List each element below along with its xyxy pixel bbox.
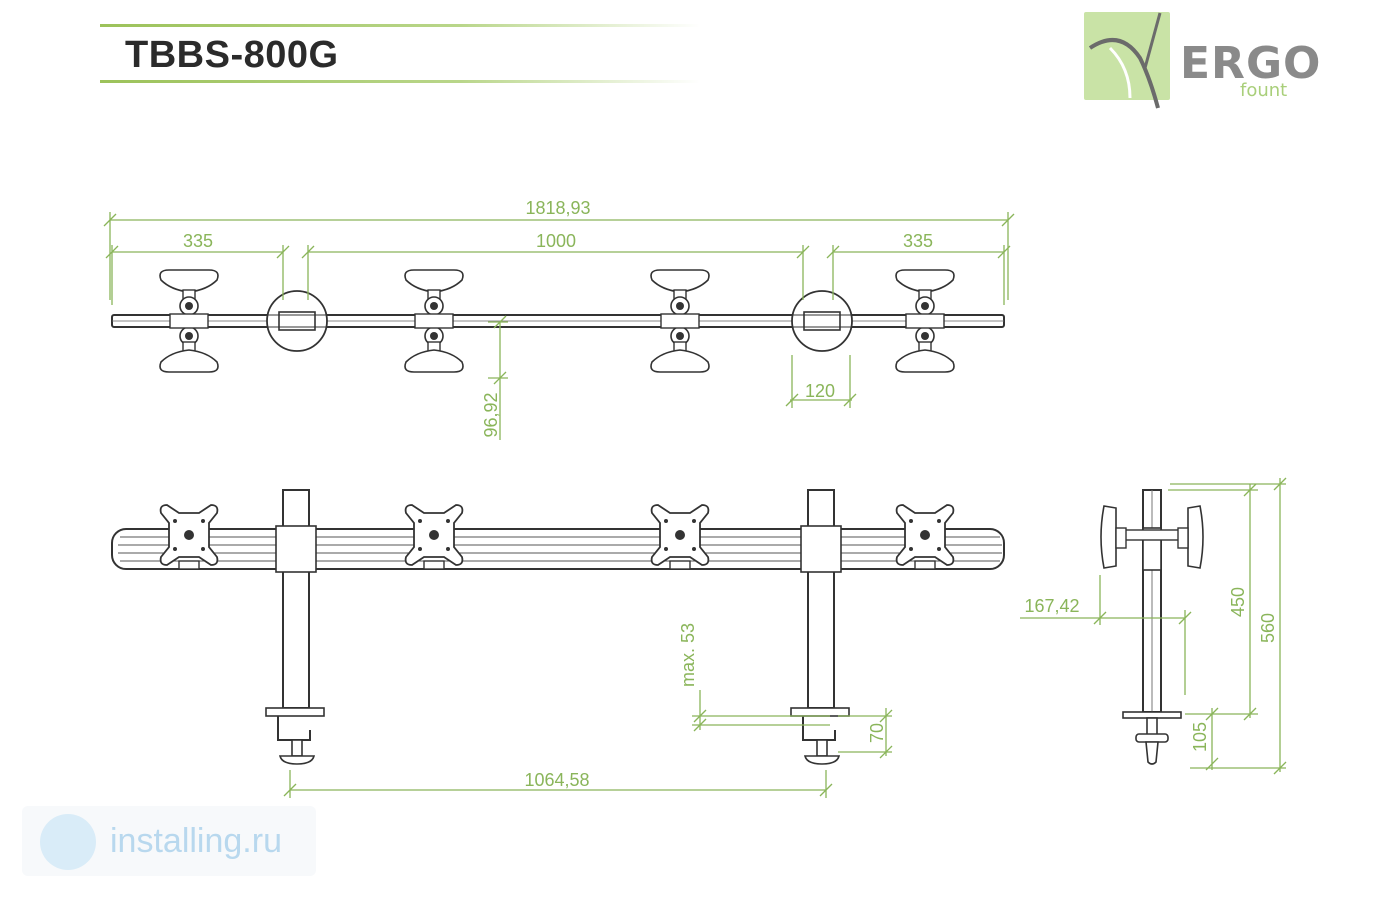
dim-clamp-distance: 1064,58 bbox=[524, 770, 589, 790]
header-rule-top bbox=[100, 24, 700, 27]
dim-height-450: 450 bbox=[1228, 587, 1248, 617]
dim-height-105: 105 bbox=[1190, 722, 1210, 752]
dim-clamp-70: 70 bbox=[867, 723, 887, 743]
side-dimension-lines bbox=[1020, 477, 1287, 775]
watermark-text: installing.ru bbox=[110, 822, 282, 860]
top-dimension-lines bbox=[103, 212, 1015, 440]
dim-right-span: 335 bbox=[903, 231, 933, 251]
logo-brand-text: ERGO bbox=[1180, 38, 1322, 89]
dim-max-desk: max. 53 bbox=[678, 623, 698, 687]
watermark: installing.ru bbox=[22, 806, 316, 876]
logo-sub-text: fount bbox=[1240, 80, 1288, 101]
dim-left-span: 335 bbox=[183, 231, 213, 251]
front-dimension-lines bbox=[283, 690, 893, 798]
dim-clamp-width: 120 bbox=[805, 381, 835, 401]
header-rule-bottom bbox=[100, 80, 700, 83]
page-title: TBBS-800G bbox=[125, 34, 339, 76]
logo-swoosh-icon bbox=[1088, 12, 1162, 109]
dim-height-560: 560 bbox=[1258, 613, 1278, 643]
front-view bbox=[111, 489, 1005, 765]
brand-logo: ERGO fount bbox=[1080, 8, 1320, 118]
dim-total-width: 1818,93 bbox=[525, 198, 590, 218]
dim-center-span: 1000 bbox=[536, 231, 576, 251]
top-view bbox=[111, 269, 1005, 373]
dim-side-offset: 167,42 bbox=[1024, 596, 1079, 616]
globe-logo-icon bbox=[40, 814, 96, 870]
side-view bbox=[1100, 489, 1204, 765]
dim-head-depth: 96,92 bbox=[481, 392, 501, 437]
